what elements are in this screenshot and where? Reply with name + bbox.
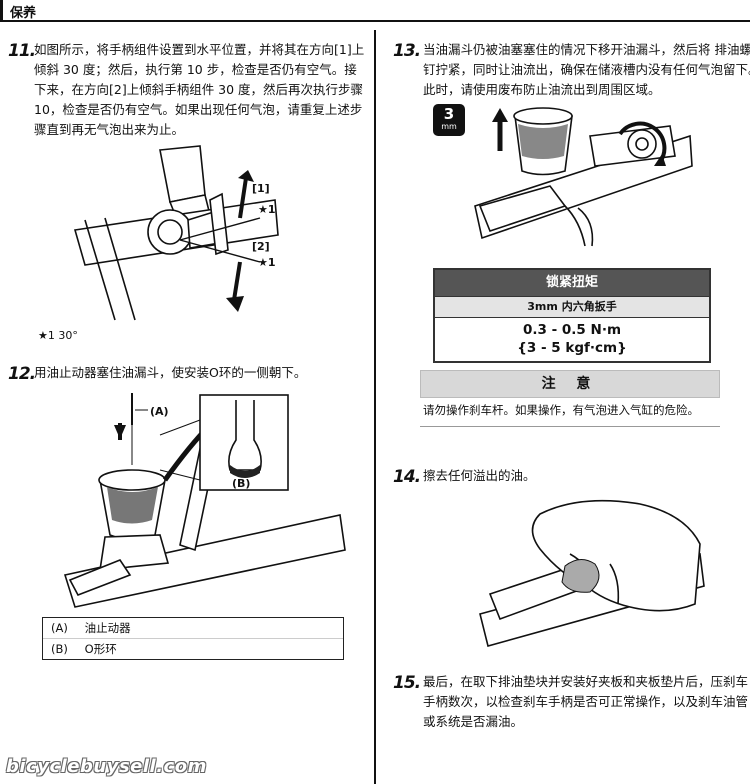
- legend-row: (A) 油止动器: [43, 618, 343, 638]
- hex-key-badge: 3 mm: [433, 104, 465, 136]
- watermark: bicyclebuysell.com: [6, 756, 207, 777]
- figure-lever-tilt: [1] ★1 [2] ★1: [73, 145, 279, 321]
- legend-key: (A): [51, 621, 68, 635]
- step-number: 14.: [393, 467, 421, 487]
- step-text-line: 10，检查是否仍有空气。如果出现任何气泡，请重复上述步: [34, 102, 363, 117]
- step-text-line: 或系统是否漏油。: [423, 714, 524, 729]
- step-text-line: 此时，请使用废布防止油流出到周围区域。: [423, 82, 661, 97]
- fig12-label-b: (B): [232, 477, 250, 490]
- notice-rule: [420, 426, 720, 427]
- legend-key: (B): [51, 642, 68, 656]
- badge-unit: mm: [441, 122, 457, 131]
- fig11-label-1: [1]: [252, 182, 270, 195]
- fig12-label-a: (A): [150, 405, 169, 418]
- header-rule: [0, 20, 750, 22]
- torque-value-kgf: {3 - 5 kgf·cm}: [517, 340, 627, 356]
- torque-spec-table: 锁紧扭矩 3mm 内六角扳手 0.3 - 0.5 N·m {3 - 5 kgf·…: [433, 268, 711, 363]
- step-text-line: 用油止动器塞住油漏斗，使安装O环的一侧朝下。: [34, 365, 307, 380]
- torque-value-nm: 0.3 - 0.5 N·m: [522, 322, 622, 338]
- step-text-line: 当油漏斗仍被油塞塞住的情况下移开油漏斗，然后将 排油螺: [423, 42, 750, 57]
- legend-text: 油止动器: [84, 621, 131, 635]
- step-number: 13.: [393, 41, 421, 61]
- page-header: 保养: [0, 0, 750, 22]
- step-number: 15.: [393, 673, 421, 693]
- step-text-line: 钉拧紧，同时让油流出，确保在储液槽内没有任何气泡留下。: [423, 62, 750, 77]
- notice-title: 注 意: [420, 370, 720, 398]
- step-number: 12.: [8, 364, 36, 384]
- figure-oil-stopper: (A) (B): [63, 393, 346, 608]
- step-text-line: 骤直到再无气泡出来为止。: [34, 122, 185, 137]
- legend-row: (B) O形环: [43, 638, 343, 659]
- step-number: 11.: [8, 41, 36, 61]
- step-text-line: 最后，在取下排油垫块并安装好夹板和夹板垫片后，压刹车: [423, 674, 749, 689]
- torque-value: 0.3 - 0.5 N·m {3 - 5 kgf·cm}: [435, 318, 709, 361]
- legend-text: O形环: [84, 642, 117, 656]
- figure-funnel-removal: [474, 107, 693, 247]
- badge-size: 3: [443, 105, 455, 123]
- step-text-line: 手柄数次，以检查刹车手柄是否可正常操作，以及刹车油管: [423, 694, 749, 709]
- fig11-star-1: ★1: [258, 203, 276, 216]
- torque-tool: 3mm 内六角扳手: [435, 296, 709, 318]
- figure-wipe-oil: [479, 499, 705, 647]
- step-text-line: 擦去任何溢出的油。: [423, 468, 536, 483]
- fig11-note: ★1 30°: [38, 329, 78, 342]
- header-title: 保养: [10, 6, 37, 21]
- fig11-star-2: ★1: [258, 256, 276, 269]
- step-text-line: 倾斜 30 度；然后，执行第 10 步，检查是否仍有空气。接: [34, 62, 357, 77]
- header-tick: [0, 0, 3, 22]
- step-text-line: 如图所示，将手柄组件设置到水平位置，并将其在方向[1]上: [34, 42, 365, 57]
- torque-title: 锁紧扭矩: [435, 270, 709, 296]
- column-divider: [374, 30, 376, 784]
- notice-text: 请勿操作刹车杆。如果操作，有气泡进入气缸的危险。: [423, 403, 699, 417]
- fig11-label-2: [2]: [252, 240, 270, 253]
- fig12-legend: (A) 油止动器 (B) O形环: [42, 617, 344, 660]
- step-text-line: 下来，在方向[2]上倾斜手柄组件 30 度，然后再次执行步骤: [34, 82, 364, 97]
